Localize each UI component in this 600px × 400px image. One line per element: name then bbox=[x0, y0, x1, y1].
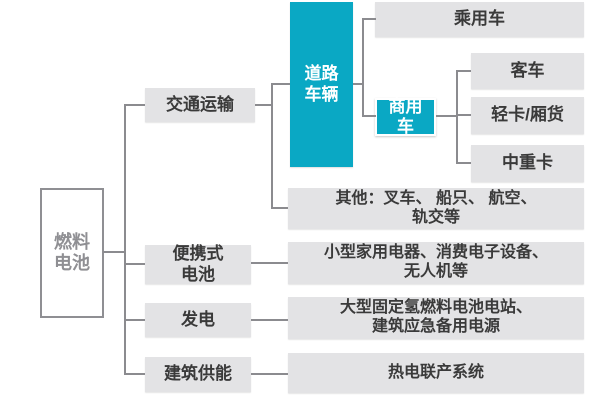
other-transport-node: 其他：叉车、 船只、 航空、 轨交等 bbox=[288, 188, 584, 229]
portable-applications-node: 小型家用电器、消费电子设备、 无人机等 bbox=[288, 242, 584, 284]
connector-line bbox=[271, 83, 273, 209]
fuel-cell-root-node: 燃料 电池 bbox=[40, 188, 104, 318]
light-truck-van-node: 轻卡/厢货 bbox=[471, 97, 584, 134]
power-generation-applications-node: 大型固定氢燃料电池电站、 建筑应急备用电源 bbox=[288, 297, 584, 339]
passenger-car-node: 乘用车 bbox=[375, 2, 584, 37]
connector-line bbox=[124, 104, 126, 375]
connector-line bbox=[456, 70, 458, 164]
connector-line bbox=[272, 83, 290, 85]
building-energy-node: 建筑供能 bbox=[145, 357, 251, 392]
commercial-vehicle-node: 商用 车 bbox=[375, 97, 436, 136]
connector-line bbox=[362, 18, 364, 117]
connector-line bbox=[125, 319, 145, 321]
connector-line bbox=[363, 115, 376, 117]
road-vehicles-node: 道路 车辆 bbox=[290, 2, 353, 167]
transportation-node: 交通运输 bbox=[145, 88, 255, 122]
connector-line bbox=[251, 262, 288, 264]
connector-line bbox=[353, 83, 364, 85]
portable-battery-node: 便携式 电池 bbox=[145, 244, 251, 284]
bus-node: 客车 bbox=[471, 53, 584, 89]
medium-heavy-truck-node: 中重卡 bbox=[471, 145, 584, 182]
connector-line bbox=[251, 373, 288, 375]
connector-line bbox=[457, 162, 471, 164]
connector-line bbox=[457, 70, 471, 72]
connector-line bbox=[272, 207, 288, 209]
connector-line bbox=[363, 18, 376, 20]
connector-line bbox=[457, 114, 471, 116]
connector-line bbox=[125, 263, 145, 265]
connector-line bbox=[255, 104, 273, 106]
connector-line bbox=[251, 319, 288, 321]
connector-line bbox=[436, 115, 458, 117]
connector-line bbox=[103, 251, 125, 253]
power-generation-node: 发电 bbox=[145, 303, 251, 337]
connector-line bbox=[125, 373, 145, 375]
connector-line bbox=[125, 104, 145, 106]
chp-system-node: 热电联产系统 bbox=[288, 353, 584, 393]
